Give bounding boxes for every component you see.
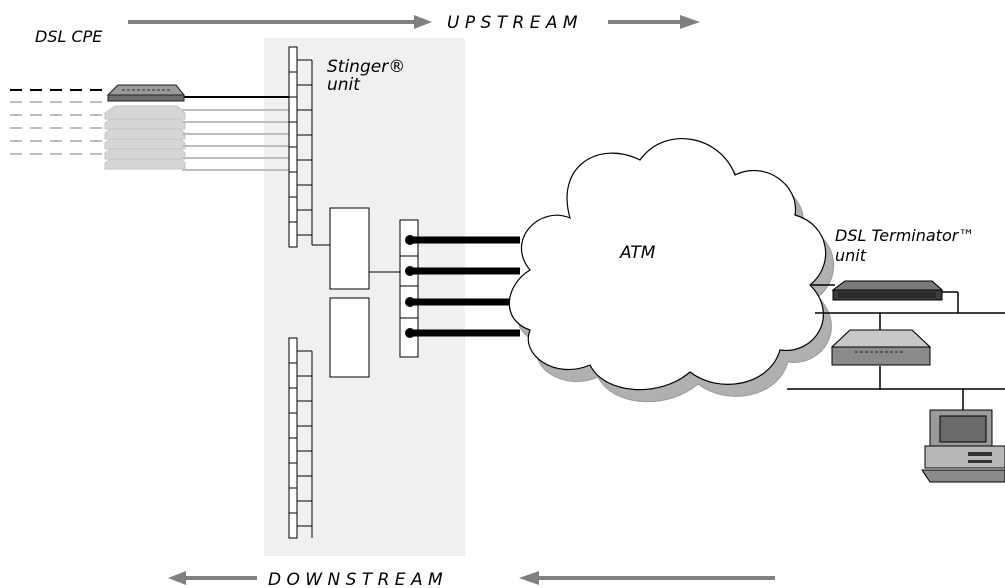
lan-wiring: [787, 291, 1005, 410]
downstream-label: D O W N S T R E A M: [268, 570, 443, 588]
terminator-label-line1: DSL Terminator™: [835, 226, 974, 245]
workstation-computer: [921, 409, 1005, 483]
dsl-cpe-modem: [106, 84, 186, 102]
trunk-module-dividers: [400, 255, 418, 319]
control-module-primary: [329, 207, 370, 290]
stinger-ports-bottom: [288, 337, 313, 539]
faded-cpe-links: [182, 109, 290, 171]
upstream-label: U P S T R E A M: [447, 13, 578, 33]
control-module-secondary: [329, 297, 370, 378]
stinger-label-line2: unit: [327, 75, 361, 95]
dsl-cpe-label: DSL CPE: [35, 27, 103, 46]
cpe-modem-stack: [104, 105, 186, 170]
atm-cloud: [508, 138, 834, 403]
upstream-arrow: [128, 15, 700, 29]
stinger-ports-top: [288, 46, 330, 248]
faded-subscriber-lines: [10, 101, 105, 155]
dsl-terminator-unit: [831, 280, 944, 301]
trunk-module: [399, 219, 419, 358]
atm-label: ATM: [619, 243, 656, 263]
downstream-arrow: [168, 571, 775, 585]
terminator-label-line2: unit: [835, 246, 867, 265]
stinger-label-line1: Stinger®: [327, 57, 405, 77]
lan-router-device: [830, 329, 932, 366]
atm-trunk-lines: [405, 235, 520, 338]
